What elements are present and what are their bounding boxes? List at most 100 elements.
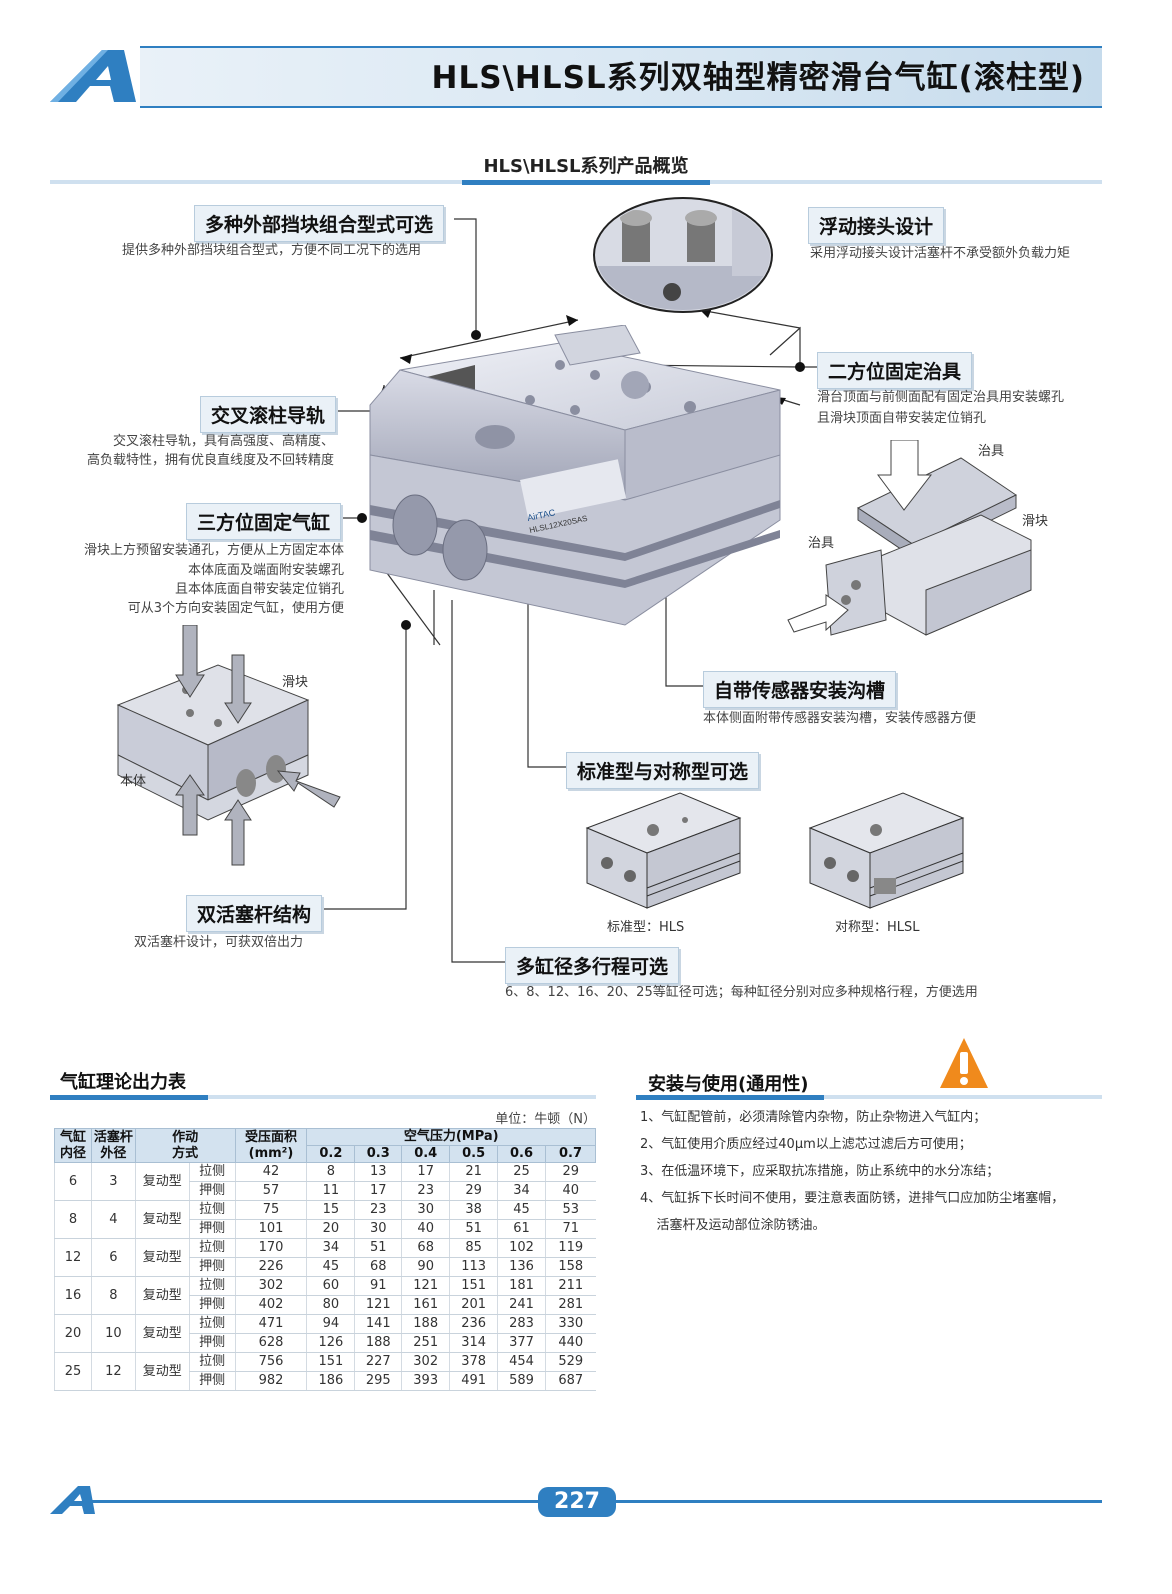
cell-side: 拉侧 [188,1352,236,1372]
warning-icon [940,1038,988,1088]
cell-area: 302 [234,1276,307,1296]
callout-three-way-fixed: 三方位固定气缸 [186,503,342,540]
cell-force: 491 [449,1371,498,1391]
cell-force: 61 [497,1219,546,1239]
install-item-3: 3、在低温环境下，应采取抗冻措施，防止系统中的水分冻结； [640,1164,1000,1179]
main-product-image: AirTAC HLSL12X20SAS [369,325,781,626]
cell-force: 23 [401,1181,450,1201]
cell-force: 51 [449,1219,498,1239]
cell-force: 121 [401,1276,450,1296]
cell-area: 101 [234,1219,307,1239]
header-bore: 气缸内径 [54,1128,92,1163]
desc-external-stopper-1: 提供多种外部挡块组合型式，方便不同工况下的选用 [122,243,422,258]
cell-rod: 6 [90,1238,136,1277]
cell-type: 复动型 [134,1352,190,1391]
cell-force: 68 [401,1238,450,1258]
cell-force: 21 [449,1162,498,1182]
cell-force: 151 [449,1276,498,1296]
cell-bore: 25 [54,1352,92,1391]
label-fixture-top: 治具 [978,444,1005,459]
cell-area: 628 [234,1333,307,1353]
desc-double-rod-1: 双活塞杆设计，可获双倍出力 [134,935,304,950]
cell-rod: 3 [90,1162,136,1201]
cell-bore: 6 [54,1162,92,1201]
desc-three-way-3: 且本体底面自带安装定位销孔 [174,582,344,597]
cell-force: 158 [544,1257,596,1277]
cell-force: 60 [306,1276,355,1296]
cell-force: 440 [544,1333,596,1353]
header-pressure: 空气压力(MPa) [306,1128,596,1146]
cell-force: 314 [449,1333,498,1353]
force-table-unit: 单位：牛顿（N） [495,1112,596,1127]
cell-rod: 12 [90,1352,136,1391]
cell-force: 161 [401,1295,450,1315]
cell-side: 拉侧 [188,1238,236,1258]
cell-force: 188 [354,1333,402,1353]
cell-force: 68 [354,1257,402,1277]
cell-force: 181 [497,1276,546,1296]
callout-two-way-fixture: 二方位固定治具 [817,352,973,389]
cell-force: 80 [306,1295,355,1315]
callout-sensor-groove: 自带传感器安装沟槽 [703,671,897,708]
cell-force: 25 [497,1162,546,1182]
cell-force: 11 [306,1181,355,1201]
cell-type: 复动型 [134,1276,190,1315]
cell-force: 141 [354,1314,402,1334]
cell-area: 57 [234,1181,307,1201]
desc-three-way-4: 可从3个方向安装固定气缸，使用方便 [127,601,344,616]
cell-force: 90 [401,1257,450,1277]
cell-force: 71 [544,1219,596,1239]
cell-force: 38 [449,1200,498,1220]
cell-bore: 12 [54,1238,92,1277]
cell-force: 281 [544,1295,596,1315]
cell-side: 拉侧 [188,1162,236,1182]
cell-area: 402 [234,1295,307,1315]
cell-force: 30 [354,1219,402,1239]
callout-double-rod: 双活塞杆结构 [186,895,323,932]
force-table-title: 气缸理论出力表 [60,1072,186,1093]
desc-cross-roller-1: 交叉滚柱导轨，具有高强度、高精度、 [112,434,334,449]
desc-cross-roller-2: 高负载特性，拥有优良直线度及不回转精度 [86,453,334,468]
page-number: 227 [538,1487,616,1517]
cell-force: 94 [306,1314,355,1334]
cell-force: 34 [306,1238,355,1258]
cell-force: 330 [544,1314,596,1334]
cell-force: 186 [306,1371,355,1391]
cell-rod: 10 [90,1314,136,1353]
three-way-mount-image [116,625,341,866]
desc-three-way-2: 本体底面及端面附安装螺孔 [187,563,344,578]
cell-force: 29 [449,1181,498,1201]
cell-force: 91 [354,1276,402,1296]
header-area: 受压面积(mm²) [234,1128,308,1163]
cell-side: 拉侧 [188,1276,236,1296]
cell-force: 377 [497,1333,546,1353]
cell-force: 23 [354,1200,402,1220]
cell-force: 454 [497,1352,546,1372]
label-body-left: 本体 [120,774,147,789]
cell-area: 756 [234,1352,307,1372]
cell-force: 53 [544,1200,596,1220]
install-item-4-cont: 活塞杆及运动部位涂防锈油。 [640,1218,826,1233]
cell-area: 42 [234,1162,307,1182]
cell-type: 复动型 [134,1162,190,1201]
label-slider-right: 滑块 [1022,514,1049,529]
cell-force: 17 [354,1181,402,1201]
desc-sensor-groove-1: 本体侧面附带传感器安装沟槽，安装传感器方便 [703,711,977,726]
header-p-0.3: 0.3 [354,1145,403,1163]
cell-force: 236 [449,1314,498,1334]
header-p-0.7: 0.7 [544,1145,597,1163]
cell-type: 复动型 [134,1314,190,1353]
cell-side: 押侧 [188,1371,236,1391]
header-p-0.5: 0.5 [449,1145,499,1163]
callout-multi-bore: 多缸径多行程可选 [505,947,680,984]
desc-multi-bore-1: 6、8、12、16、20、25等缸径可选；每种缸径分别对应多种规格行程，方便选用 [505,985,978,1000]
label-slider-left: 滑块 [282,675,309,690]
